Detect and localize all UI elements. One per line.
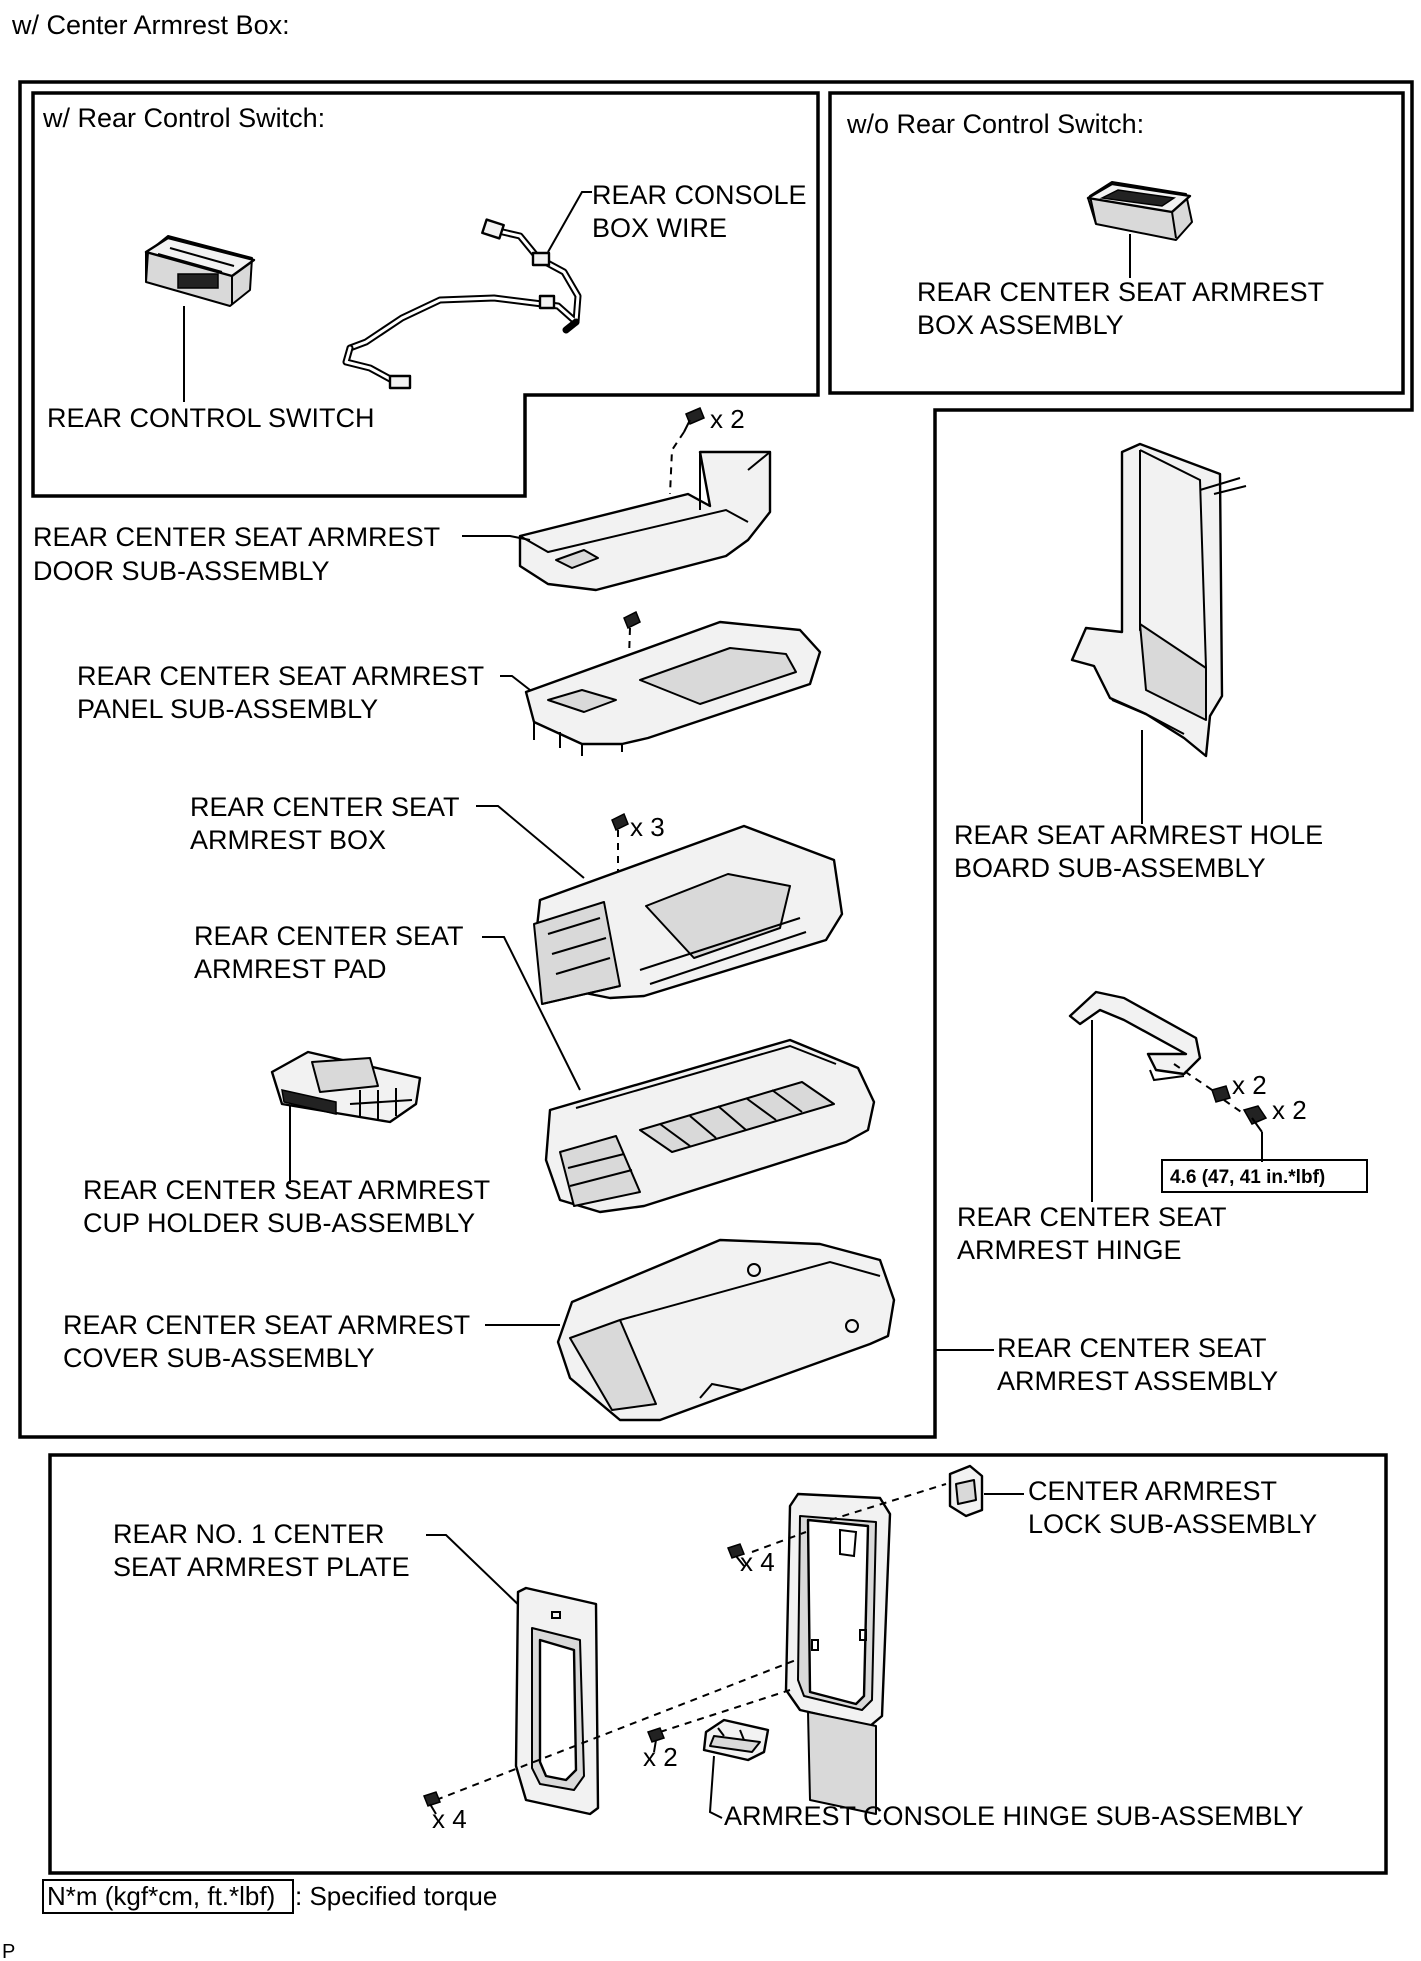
plate-screws-qty: x 4 (432, 1804, 467, 1834)
armrest-pad-part (544, 1038, 876, 1214)
label-line: CUP HOLDER SUB-ASSEMBLY (83, 1208, 475, 1238)
label-line: REAR CONSOLE (592, 180, 807, 210)
label-line: COVER SUB-ASSEMBLY (63, 1343, 375, 1373)
panel-screw (623, 610, 641, 630)
cover-sub-assembly-label: REAR CENTER SEAT ARMREST COVER SUB-ASSEM… (63, 1310, 477, 1373)
with-switch-title: w/ Rear Control Switch: (42, 103, 325, 133)
label-line: REAR CENTER SEAT ARMREST (33, 522, 440, 552)
torque-legend-box (42, 1879, 294, 1914)
torque-spec-box (1161, 1159, 1368, 1193)
hinge-bolt (1242, 1105, 1268, 1133)
console-hinge-screw (647, 1727, 665, 1753)
without-switch-panel (828, 91, 1405, 395)
label-line: LOCK SUB-ASSEMBLY (1028, 1509, 1317, 1539)
label-line: REAR CENTER SEAT (957, 1202, 1226, 1232)
armrest-box-assembly-label: REAR CENTER SEAT ARMREST BOX ASSEMBLY (917, 277, 1331, 340)
label-line: DOOR SUB-ASSEMBLY (33, 556, 330, 586)
armrest-hinge-part (1068, 990, 1202, 1082)
armrest-plate-part (514, 1586, 600, 1816)
label-line: BOX WIRE (592, 213, 727, 243)
lower-assembly-frame (48, 1453, 1388, 1875)
door-screws-qty: x 2 (710, 404, 745, 434)
plate-screw (423, 1791, 441, 1815)
hinge-nut (1211, 1085, 1231, 1103)
console-hinge-part (702, 1718, 770, 1762)
label-line: CENTER ARMREST (1028, 1476, 1277, 1506)
label-line: ARMREST BOX (190, 825, 386, 855)
cup-holder-label: REAR CENTER SEAT ARMREST CUP HOLDER SUB-… (83, 1175, 497, 1238)
torque-spec: 4.6 (47, 41 in.*lbf) (1170, 1167, 1325, 1188)
label-line: ARMREST HINGE (957, 1235, 1182, 1265)
armrest-hinge-label: REAR CENTER SEAT ARMREST HINGE (957, 1202, 1234, 1265)
label-line: REAR NO. 1 CENTER (113, 1519, 385, 1549)
without-switch-title: w/o Rear Control Switch: (846, 109, 1144, 139)
label-line: REAR CENTER SEAT ARMREST (83, 1175, 490, 1205)
label-line: BOX ASSEMBLY (917, 310, 1124, 340)
label-line: REAR CENTER SEAT ARMREST (63, 1310, 470, 1340)
rear-console-box-wire-label: REAR CONSOLE BOX WIRE (592, 180, 814, 243)
armrest-box-part (533, 824, 844, 1005)
label-line: REAR CENTER SEAT (194, 921, 463, 951)
console-hinge-screws-qty: x 2 (643, 1742, 678, 1772)
torque-legend-units: N*m (kgf*cm, ft.*lbf) (47, 1881, 275, 1911)
armrest-box-assembly-part (1086, 181, 1193, 241)
panel-sub-assembly-label: REAR CENTER SEAT ARMREST PANEL SUB-ASSEM… (77, 661, 491, 724)
rear-control-switch-label: REAR CONTROL SWITCH (47, 403, 375, 433)
lock-sub-assembly-part (948, 1464, 984, 1518)
label-line: REAR CENTER SEAT (997, 1333, 1266, 1363)
footer-code: P (2, 1941, 15, 1961)
label-line: REAR CENTER SEAT ARMREST (917, 277, 1324, 307)
box-screw (611, 812, 629, 832)
armrest-door-part (518, 450, 772, 592)
door-sub-assembly-label: REAR CENTER SEAT ARMREST DOOR SUB-ASSEMB… (33, 522, 447, 586)
hole-board-label: REAR SEAT ARMREST HOLE BOARD SUB-ASSEMBL… (954, 820, 1331, 883)
label-line: PANEL SUB-ASSEMBLY (77, 694, 378, 724)
main-assembly-frame (18, 80, 1414, 1439)
page-header: w/ Center Armrest Box: (11, 10, 290, 40)
armrest-box-label: REAR CENTER SEAT ARMREST BOX (190, 792, 467, 855)
rear-console-box-wire-part (342, 218, 582, 390)
lock-sub-assembly-label: CENTER ARMREST LOCK SUB-ASSEMBLY (1028, 1476, 1317, 1539)
label-line: ARMREST ASSEMBLY (997, 1366, 1278, 1396)
armrest-assembly-label: REAR CENTER SEAT ARMREST ASSEMBLY (997, 1333, 1278, 1396)
armrest-pad-label: REAR CENTER SEAT ARMREST PAD (194, 921, 471, 984)
armrest-panel-part (524, 620, 822, 756)
label-line: REAR CENTER SEAT ARMREST (77, 661, 484, 691)
with-switch-panel (31, 91, 820, 498)
box-screws-qty: x 3 (630, 812, 665, 842)
cup-holder-part (270, 1050, 422, 1124)
console-hinge-label: ARMREST CONSOLE HINGE SUB-ASSEMBLY (724, 1801, 1304, 1831)
label-line: ARMREST PAD (194, 954, 387, 984)
lock-screw (727, 1543, 745, 1567)
label-line: REAR SEAT ARMREST HOLE (954, 820, 1323, 850)
rear-control-switch-part (144, 235, 256, 307)
armrest-plate-label: REAR NO. 1 CENTER SEAT ARMREST PLATE (113, 1519, 410, 1582)
label-line: SEAT ARMREST PLATE (113, 1552, 410, 1582)
lock-screws-qty: x 4 (740, 1547, 775, 1577)
hinge-bolts-qty: x 2 (1272, 1095, 1307, 1125)
label-line: REAR CENTER SEAT (190, 792, 459, 822)
label-line: BOARD SUB-ASSEMBLY (954, 853, 1266, 883)
hole-board-part (1070, 442, 1247, 758)
armrest-cover-part (556, 1238, 896, 1422)
door-screw (683, 407, 705, 433)
hinge-nuts-qty: x 2 (1232, 1070, 1267, 1100)
torque-legend-description: : Specified torque (295, 1881, 497, 1911)
armrest-frame-part (784, 1492, 892, 1815)
